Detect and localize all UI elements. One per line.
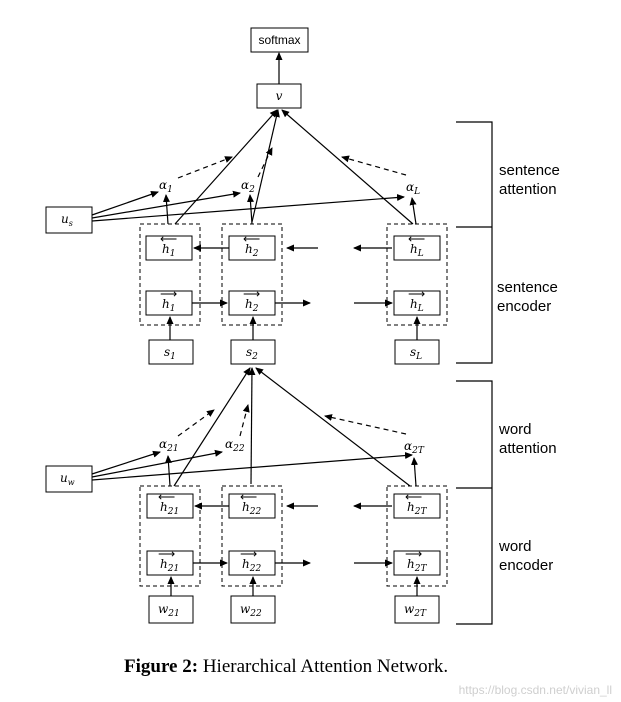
h-fwd-2T-node: h2T ⟶ (393, 547, 441, 576)
alpha-1-label: α1 (159, 178, 173, 195)
svg-text:h2: h2 (245, 297, 259, 314)
svg-text:h2T: h2T (407, 557, 427, 574)
word-attention-line2: attention (499, 440, 557, 457)
alpha2-to-v-dashed (257, 147, 273, 178)
sentence-attention-line1: sentence (499, 162, 560, 179)
word-encoder-line1: word (498, 538, 532, 555)
hL-to-alphaL-arrow (409, 197, 417, 225)
w2T-node: w2T (394, 595, 440, 624)
svg-text:us: us (61, 212, 73, 228)
svg-text:⟶: ⟶ (240, 547, 257, 561)
word-attention-line1: word (498, 421, 532, 438)
h-fwd-L-node: hL ⟶ (393, 287, 441, 316)
svg-text:s1: s1 (164, 345, 176, 362)
h21-to-alpha21-arrow (164, 455, 172, 487)
svg-text:w21: w21 (158, 602, 180, 619)
h1-to-alpha1-arrow (162, 194, 170, 225)
softmax-label: softmax (258, 33, 300, 47)
h21-to-s2-arrow (173, 367, 251, 487)
w22-node: w22 (230, 595, 276, 624)
svg-text:⟵: ⟵ (408, 232, 425, 246)
alpha-21-label: α21 (159, 437, 179, 454)
word-bracket (456, 380, 493, 625)
svg-text:sL: sL (410, 345, 422, 362)
svg-text:⟶: ⟶ (408, 287, 425, 301)
word-encoder-line2: encoder (499, 557, 553, 574)
uw-to-alpha2T-arrow (91, 452, 413, 481)
h-fwd-1-node: h1 ⟶ (145, 287, 193, 316)
figure-caption: Figure 2: Hierarchical Attention Network… (124, 656, 448, 677)
sentence-encoder-line1: sentence (497, 279, 558, 296)
svg-text:⟵: ⟵ (240, 490, 257, 504)
h2-to-v-arrow (251, 109, 280, 223)
alpha-2T-label: α2T (404, 439, 425, 456)
svg-text:w22: w22 (240, 602, 262, 619)
alpha-2-label: α2 (241, 178, 255, 195)
h2T-to-alpha2T-arrow (411, 457, 418, 487)
h2-to-alpha2-arrow (246, 194, 254, 225)
h-back-L-node: hL ⟵ (393, 232, 441, 261)
svg-text:hL: hL (410, 297, 424, 314)
svg-text:⟶: ⟶ (158, 547, 175, 561)
us-to-alpha1-arrow (91, 190, 159, 216)
sL-node: sL (394, 339, 440, 365)
us-to-alphaL-arrow (91, 194, 405, 222)
watermark: https://blog.csdn.net/vivian_ll (459, 683, 612, 697)
svg-text:h21: h21 (160, 557, 179, 574)
softmax-node: softmax (250, 27, 309, 53)
h-back-22-node: h22 ⟵ (228, 490, 276, 519)
svg-text:h1: h1 (162, 297, 175, 314)
uw-to-alpha22-arrow (91, 449, 223, 478)
word-group-22 (221, 485, 283, 587)
s2-node: s2 (230, 339, 276, 365)
alpha-22-label: α22 (225, 437, 245, 454)
svg-text:h1: h1 (162, 242, 175, 259)
v-node: v (256, 83, 302, 109)
alpha-L-label: αL (406, 180, 420, 197)
alpha21-to-s2-dashed (177, 409, 215, 437)
h-fwd-22-node: h22 ⟶ (228, 547, 276, 576)
h-back-2T-node: h2T ⟵ (393, 490, 441, 519)
svg-text:⟶: ⟶ (405, 547, 422, 561)
us-to-alpha2-arrow (91, 190, 241, 219)
svg-text:h22: h22 (242, 500, 261, 517)
svg-text:s2: s2 (246, 345, 258, 362)
h2T-to-s2-arrow (255, 367, 411, 487)
sentence-bracket (456, 121, 493, 364)
h1-to-v-arrow (174, 109, 278, 225)
sentence-encoder-line2: encoder (497, 298, 551, 315)
w21-node: w21 (148, 595, 194, 624)
svg-text:h2T: h2T (407, 500, 427, 517)
h-fwd-21-node: h21 ⟶ (146, 547, 194, 576)
alpha22-to-s2-dashed (239, 404, 250, 437)
uw-node: uw (45, 465, 93, 493)
h-back-21-node: h21 ⟵ (146, 490, 194, 519)
svg-text:⟶: ⟶ (160, 287, 177, 301)
svg-text:⟵: ⟵ (158, 490, 175, 504)
s1-node: s1 (148, 339, 194, 365)
sentence-attention-line2: attention (499, 181, 557, 198)
us-node: us (45, 206, 93, 234)
alpha2T-to-s2-dashed (324, 414, 407, 435)
h22-to-s2-arrow (248, 367, 256, 485)
h-fwd-2-node: h2 ⟶ (228, 287, 276, 316)
svg-text:⟵: ⟵ (160, 232, 177, 246)
svg-text:⟵: ⟵ (405, 490, 422, 504)
svg-text:h2: h2 (245, 242, 259, 259)
svg-text:h21: h21 (160, 500, 179, 517)
svg-text:uw: uw (60, 471, 75, 487)
hL-to-v-arrow (281, 109, 414, 225)
v-label: v (276, 89, 283, 103)
alphaL-to-v-dashed (341, 155, 407, 176)
svg-text:hL: hL (410, 242, 424, 259)
svg-text:⟵: ⟵ (243, 232, 260, 246)
h-back-2-node: h2 ⟵ (228, 232, 276, 261)
svg-text:w2T: w2T (404, 602, 427, 619)
svg-text:⟶: ⟶ (243, 287, 260, 301)
h-back-1-node: h1 ⟵ (145, 232, 193, 261)
alpha1-to-v-dashed (177, 156, 233, 179)
uw-to-alpha21-arrow (91, 450, 161, 475)
svg-text:h22: h22 (242, 557, 261, 574)
